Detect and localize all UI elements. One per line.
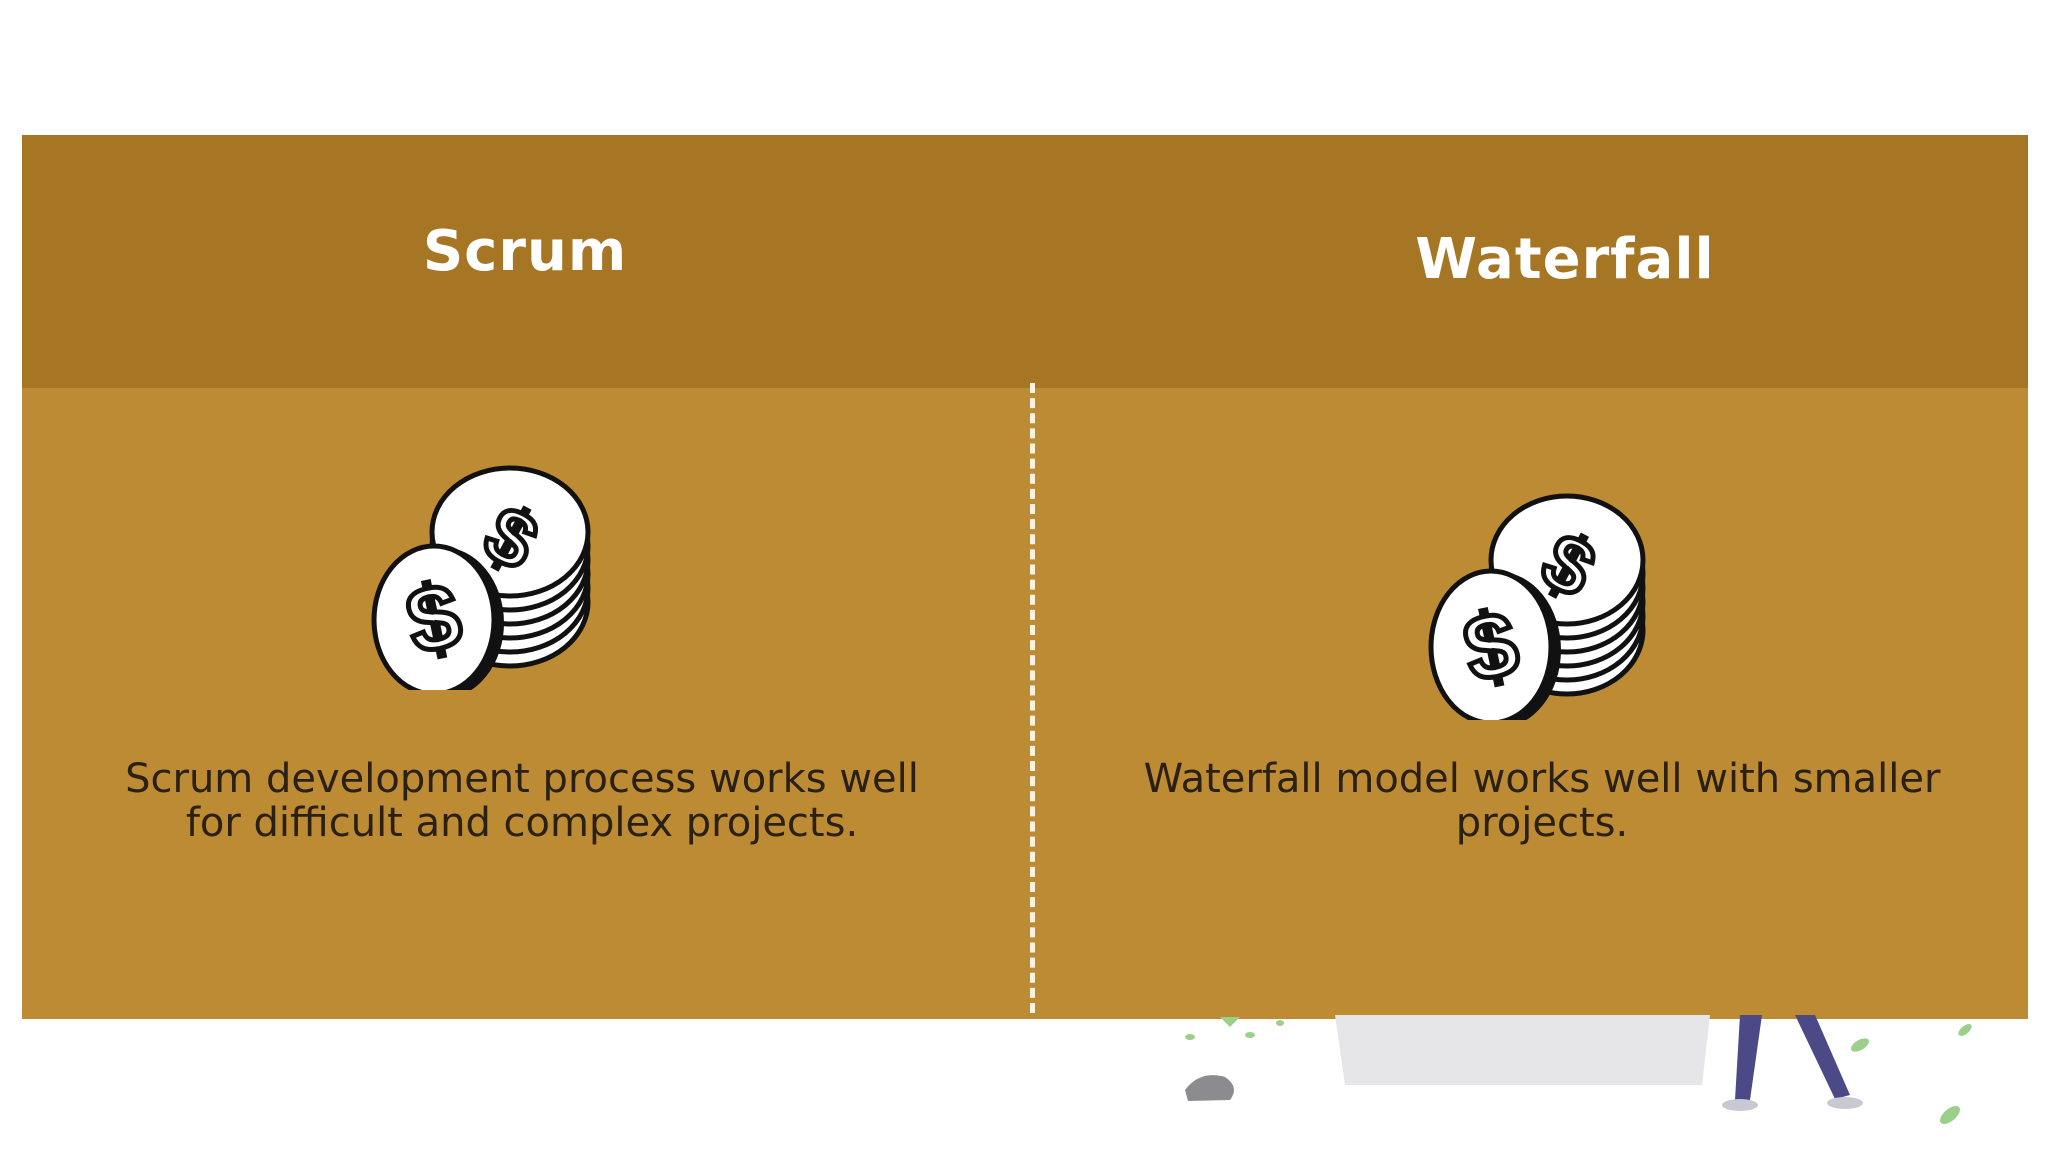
decorative-illustration bbox=[1150, 1015, 1990, 1156]
waterfall-description-line-1: Waterfall model works well with smaller bbox=[1143, 756, 1941, 802]
header-band: Scrum Waterfall bbox=[22, 135, 2028, 388]
comparison-card: Scrum Waterfall $ $ Scrum development pr… bbox=[22, 135, 2028, 1019]
scrum-description: Scrum development process works well for… bbox=[22, 757, 1022, 845]
waterfall-title: Waterfall bbox=[1415, 227, 1715, 292]
scrum-title: Scrum bbox=[422, 219, 628, 284]
waterfall-description-line-2: projects. bbox=[1455, 800, 1629, 846]
scrum-description-line-1: Scrum development process works well bbox=[125, 756, 919, 802]
column-divider bbox=[1030, 383, 1035, 1013]
dollar-coins-icon: $ $ bbox=[1427, 480, 1667, 728]
scrum-description-line-2: for difficult and complex projects. bbox=[185, 800, 859, 846]
waterfall-description: Waterfall model works well with smaller … bbox=[1052, 757, 2032, 845]
dollar-coins-icon: $ $ bbox=[370, 460, 610, 699]
